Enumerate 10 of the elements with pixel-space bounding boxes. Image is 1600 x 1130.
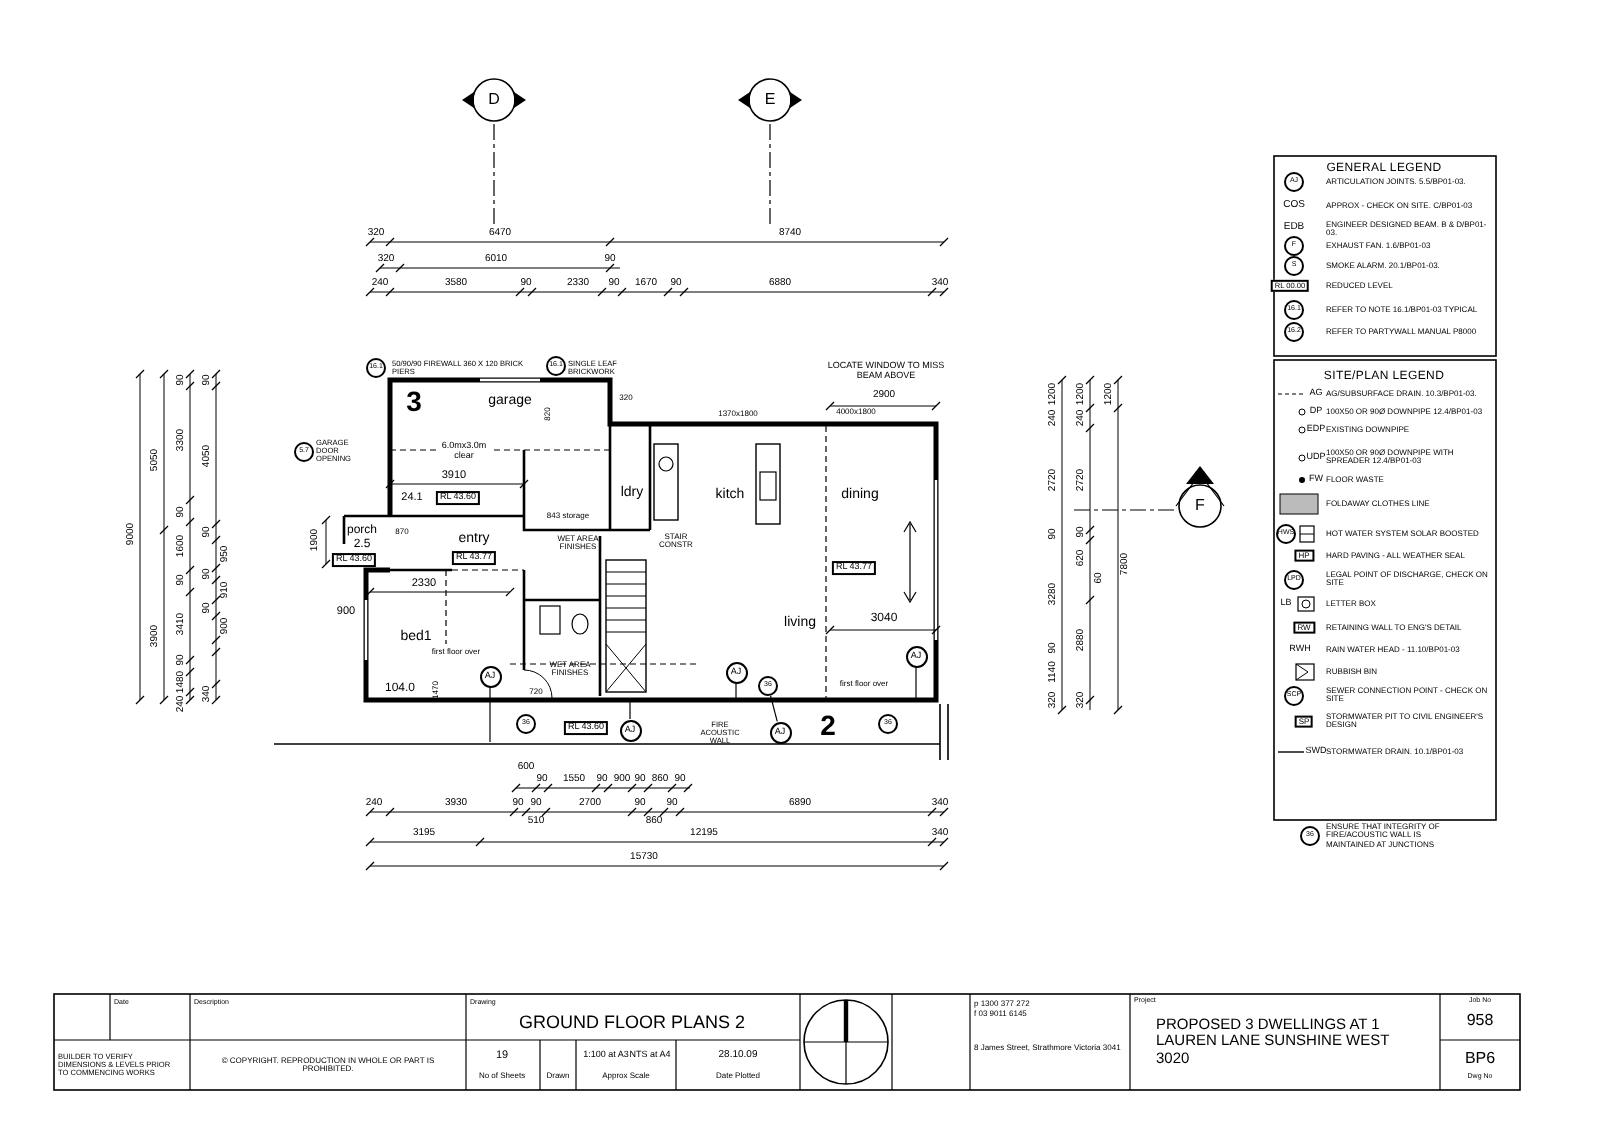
title-block-text: 958 bbox=[1466, 1013, 1494, 1031]
room-label: 2 bbox=[820, 710, 836, 742]
leader-line bbox=[735, 682, 737, 701]
leader-line bbox=[489, 686, 491, 743]
title-block-text: BP6 bbox=[1464, 1051, 1496, 1069]
title-block-text: GROUND FLOOR PLANS 2 bbox=[518, 1014, 746, 1034]
leader-line bbox=[629, 701, 631, 720]
leader-line bbox=[769, 695, 778, 722]
leader-line bbox=[915, 666, 917, 699]
room-label: 3 bbox=[406, 386, 422, 418]
